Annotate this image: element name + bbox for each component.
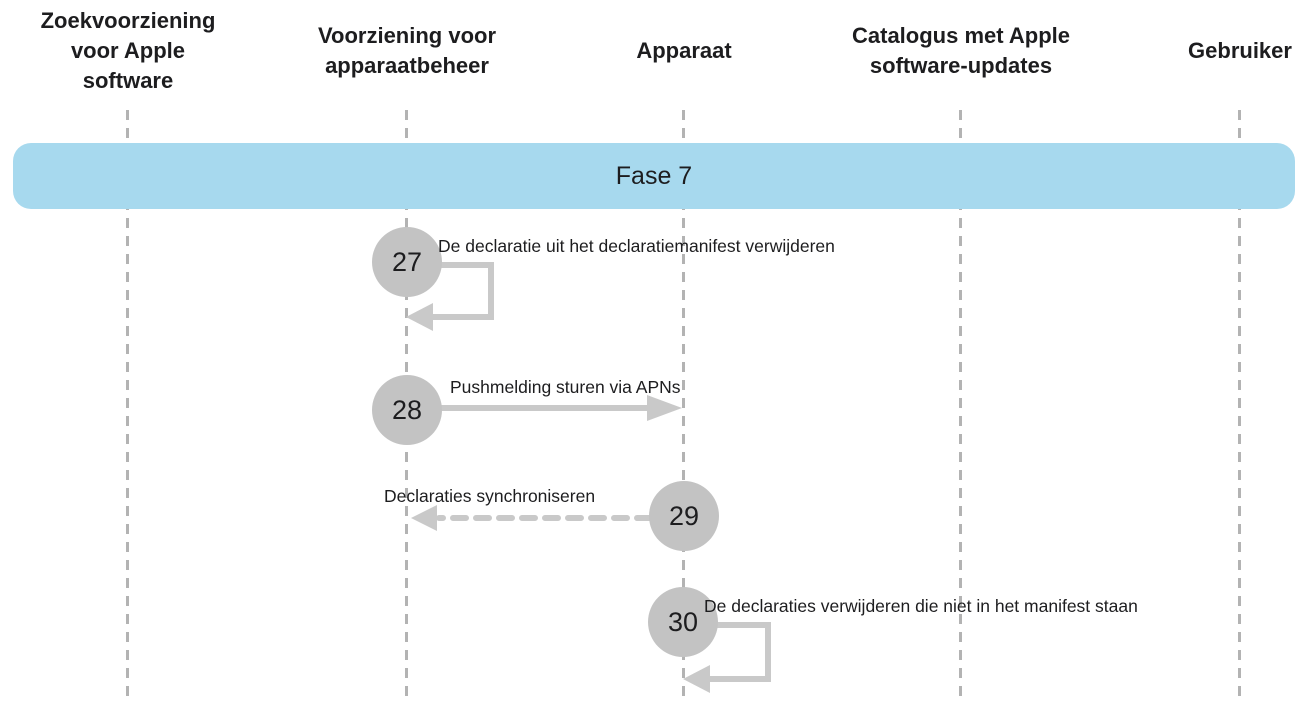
step-number: 29 bbox=[668, 500, 700, 531]
step-27-circle: 27 bbox=[372, 227, 442, 297]
actor-gebruiker: Gebruiker bbox=[1188, 0, 1292, 102]
actor-label-line: Apparaat bbox=[636, 38, 732, 63]
step-27-label: De declaratie uit het declaratiemanifest… bbox=[438, 236, 835, 256]
step-30-circle: 30 bbox=[648, 587, 718, 657]
lifeline-zoekvoorziening bbox=[126, 110, 129, 698]
step-number: 30 bbox=[667, 606, 699, 637]
lifeline-apparaat bbox=[682, 110, 685, 698]
step-number: 28 bbox=[391, 394, 423, 425]
lifeline-catalogus bbox=[959, 110, 962, 698]
step-28-label: Pushmelding sturen via APNs bbox=[450, 377, 681, 397]
step-number: 27 bbox=[391, 246, 423, 277]
arrow-head-left-icon bbox=[411, 505, 437, 531]
actor-label-line: software bbox=[82, 68, 174, 93]
step-29-label: Declaraties synchroniseren bbox=[384, 486, 596, 506]
actor-label-line: Catalogus met Apple bbox=[852, 23, 1070, 48]
actor-apparaatbeheer: Voorziening voor apparaatbeheer bbox=[318, 0, 496, 102]
actor-apparaat: Apparaat bbox=[636, 0, 731, 102]
step-30-label: De declaraties verwijderen die niet in h… bbox=[704, 596, 1138, 616]
actor-label-line: Zoekvoorziening bbox=[40, 8, 216, 33]
arrow-head-left-icon bbox=[683, 665, 710, 693]
step-29-circle: 29 bbox=[649, 481, 719, 551]
actor-zoekvoorziening: Zoekvoorziening voor Apple software bbox=[41, 0, 216, 102]
arrow-head-right-icon bbox=[647, 395, 682, 421]
step-28-arrow-icon bbox=[440, 395, 682, 421]
actor-label-line: voor Apple bbox=[70, 38, 186, 63]
step-30-self-loop-arrow-icon bbox=[683, 622, 771, 693]
actor-label-line: Voorziening voor bbox=[317, 23, 497, 48]
step-27-self-loop-arrow-icon bbox=[406, 262, 494, 331]
phase-banner-label: Fase 7 bbox=[615, 161, 693, 190]
lifeline-gebruiker bbox=[1238, 110, 1241, 698]
actor-catalogus: Catalogus met Apple software-updates bbox=[852, 0, 1070, 102]
actor-label-line: software-updates bbox=[869, 53, 1053, 78]
step-29-dashed-arrow-icon bbox=[411, 505, 653, 531]
actor-label-line: Gebruiker bbox=[1188, 38, 1292, 63]
step-28-circle: 28 bbox=[372, 375, 442, 445]
actor-label-line: apparaatbeheer bbox=[325, 53, 489, 78]
phase-banner: Fase 7 bbox=[13, 143, 1295, 209]
arrow-head-left-icon bbox=[406, 303, 433, 331]
